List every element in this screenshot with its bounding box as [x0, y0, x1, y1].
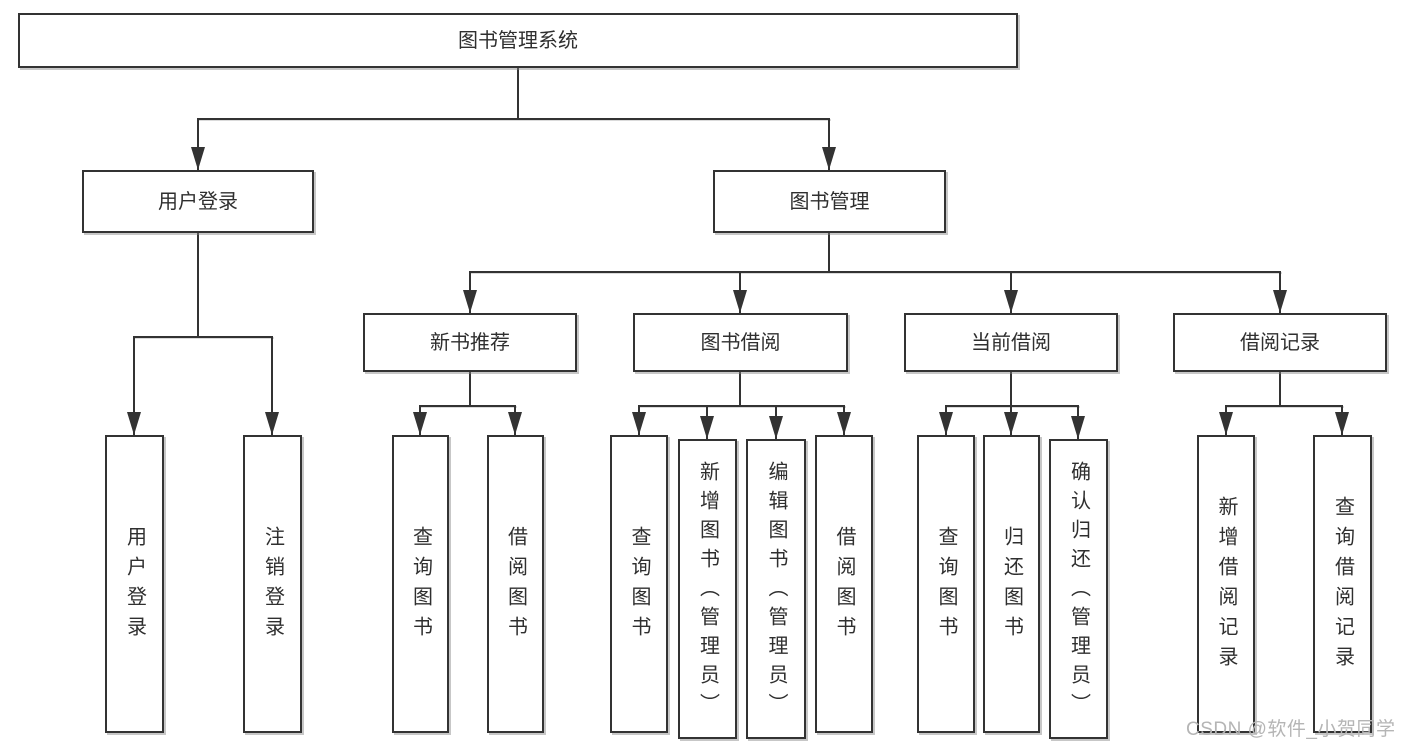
leaf-records-add-record: 新增借阅记录	[1197, 435, 1255, 733]
arrow-down-icon	[127, 412, 141, 435]
arrow-down-icon	[632, 412, 646, 435]
node-book-borrow: 图书借阅	[633, 313, 848, 372]
arrow-down-icon	[1004, 412, 1018, 435]
connector-book-borrow-stub	[739, 372, 741, 406]
connector-user-login-stub	[197, 233, 199, 337]
leaf-borrow-query-books: 查询图书	[610, 435, 668, 733]
node-current-borrow: 当前借阅	[904, 313, 1118, 372]
leaf-recommend-query-books: 查询图书	[392, 435, 449, 733]
connector-user-login-hline	[133, 336, 273, 338]
leaf-current-return-books: 归还图书	[983, 435, 1040, 733]
leaf-recommend-borrow-books: 借阅图书	[487, 435, 544, 733]
node-root: 图书管理系统	[18, 13, 1018, 68]
leaf-records-query-record: 查询借阅记录	[1313, 435, 1372, 733]
arrow-down-icon	[822, 147, 836, 170]
connector-borrow-records-stub	[1279, 372, 1281, 406]
leaf-borrow-borrow-books: 借阅图书	[815, 435, 873, 733]
connector-current-borrow-stub	[1010, 372, 1012, 406]
connector-book-borrow-hline	[638, 405, 845, 407]
connector-drop-user-login	[197, 118, 199, 170]
connector-root-stub	[517, 68, 519, 119]
connector-current-borrow-hline	[945, 405, 1079, 407]
connector-book-management-hline	[469, 271, 1281, 273]
connector-new-book-recommend-hline	[419, 405, 516, 407]
node-user-login: 用户登录	[82, 170, 314, 233]
leaf-current-confirm-return-admin: 确认归还（管理员）	[1049, 439, 1108, 739]
connector-drop-leaf-user-login	[133, 336, 135, 435]
arrow-down-icon	[463, 290, 477, 313]
arrow-down-icon	[733, 290, 747, 313]
connector-borrow-records-hline	[1225, 405, 1343, 407]
leaf-current-query-books: 查询图书	[917, 435, 975, 733]
connector-drop-leaf-logout	[271, 336, 273, 435]
arrow-down-icon	[191, 147, 205, 170]
arrow-down-icon	[1219, 412, 1233, 435]
arrow-down-icon	[1273, 290, 1287, 313]
arrow-down-icon	[769, 416, 783, 439]
leaf-borrow-edit-books-admin: 编辑图书（管理员）	[746, 439, 806, 739]
arrow-down-icon	[413, 412, 427, 435]
connector-root-hline	[197, 118, 830, 120]
node-book-management: 图书管理	[713, 170, 946, 233]
arrow-down-icon	[1071, 416, 1085, 439]
arrow-down-icon	[1004, 290, 1018, 313]
leaf-logout: 注销登录	[243, 435, 302, 733]
arrow-down-icon	[1335, 412, 1349, 435]
connector-new-book-recommend-stub	[469, 372, 471, 406]
leaf-borrow-add-books-admin: 新增图书（管理员）	[678, 439, 737, 739]
arrow-down-icon	[939, 412, 953, 435]
arrow-down-icon	[508, 412, 522, 435]
connector-drop-book-management	[828, 118, 830, 170]
leaf-user-login: 用户登录	[105, 435, 164, 733]
csdn-watermark: CSDN @软件_小贺同学	[1186, 719, 1396, 740]
connector-book-management-stub	[828, 233, 830, 272]
arrow-down-icon	[837, 412, 851, 435]
arrow-down-icon	[265, 412, 279, 435]
node-borrow-records: 借阅记录	[1173, 313, 1387, 372]
arrow-down-icon	[700, 416, 714, 439]
node-new-book-recommend: 新书推荐	[363, 313, 577, 372]
